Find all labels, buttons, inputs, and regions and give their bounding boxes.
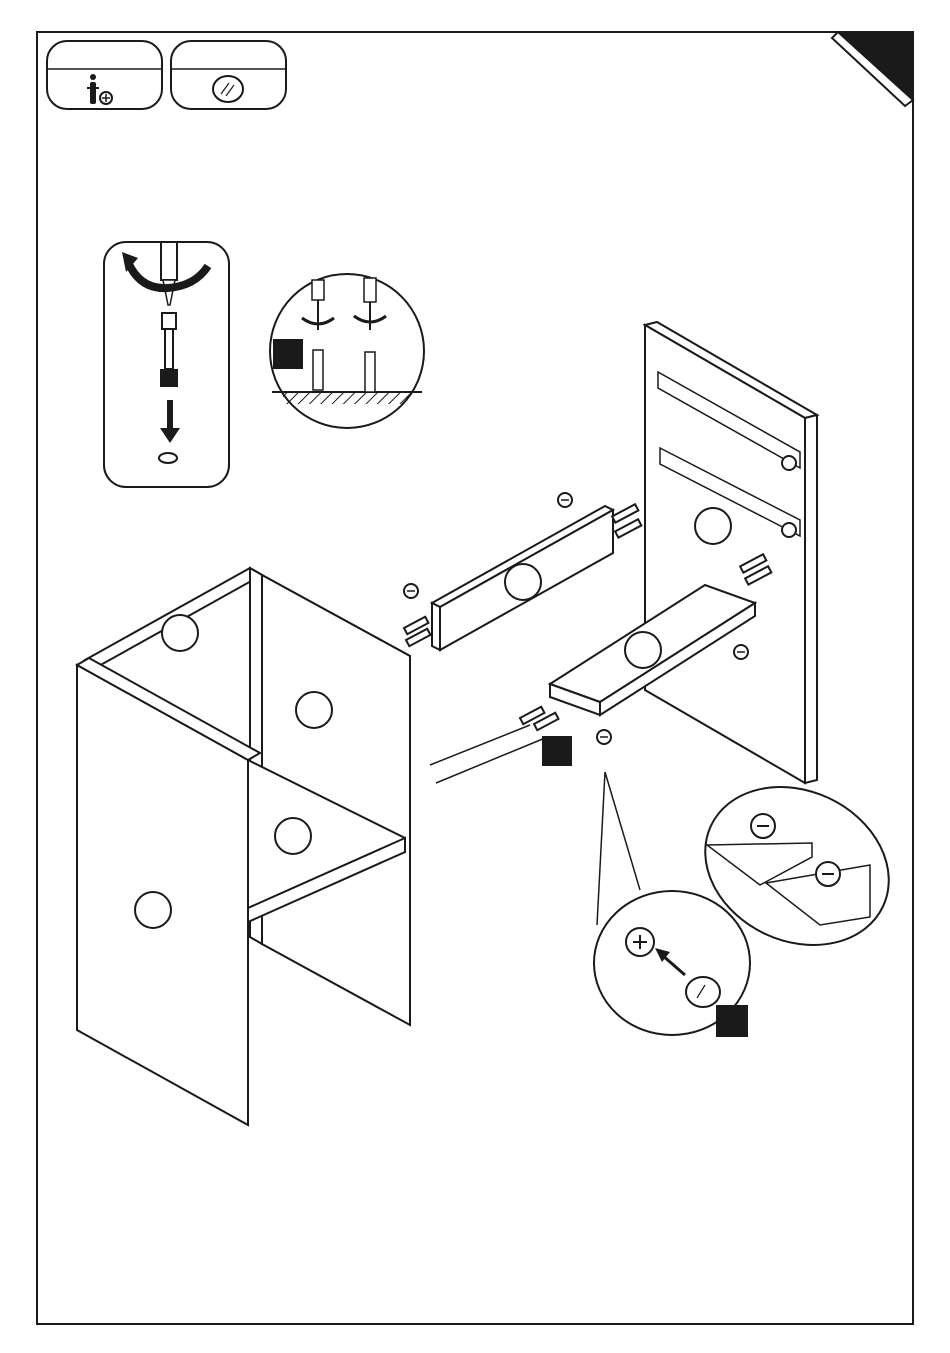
black-square-marker-icon xyxy=(542,736,572,766)
black-square-marker-icon xyxy=(273,339,303,369)
part-label-circle xyxy=(695,508,731,544)
cam-lock-icon xyxy=(751,814,775,838)
legend-screw-bolt xyxy=(47,41,162,109)
cam-lock-icon xyxy=(734,645,748,659)
carcass xyxy=(77,568,410,1125)
floor-guide-line xyxy=(430,725,530,765)
part-label-circle xyxy=(162,615,198,651)
back-panel xyxy=(645,322,817,783)
cam-lock-icon xyxy=(597,730,611,744)
cam-lock-icon xyxy=(816,862,840,886)
legend-cover-cap xyxy=(171,41,286,109)
detail-bolt-insert xyxy=(104,242,229,487)
part-label-circle xyxy=(135,892,171,928)
part-label-circle xyxy=(625,632,661,668)
part-label-circle xyxy=(296,692,332,728)
callout-line xyxy=(605,772,640,890)
hole-icon xyxy=(159,453,177,463)
callout-line xyxy=(597,772,605,925)
cover-cap-icon xyxy=(686,977,720,1007)
cam-lock-icon xyxy=(558,493,572,507)
cover-cap-icon xyxy=(213,76,243,102)
cam-lock-icon xyxy=(100,92,112,104)
floor-guide-line xyxy=(436,738,545,783)
top-rail xyxy=(432,506,613,650)
part-label-circle xyxy=(505,564,541,600)
cam-lock-icon xyxy=(404,584,418,598)
page-corner-tab xyxy=(832,32,913,106)
parts-legend xyxy=(47,41,286,109)
part-label-circle xyxy=(275,818,311,854)
black-square-marker-icon xyxy=(716,1005,748,1037)
cam-lock-icon xyxy=(626,928,654,956)
